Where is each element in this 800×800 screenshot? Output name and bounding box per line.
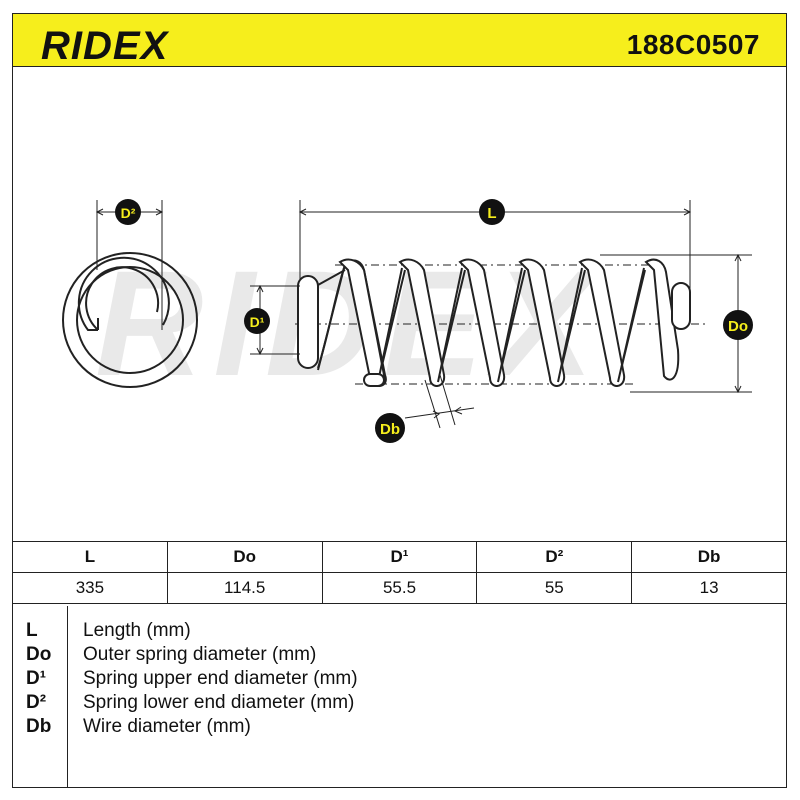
legend-item: Do Outer spring diameter (mm)	[26, 644, 726, 668]
spec-value-do: 114.5	[166, 572, 323, 604]
legend-desc: Wire diameter (mm)	[83, 716, 251, 737]
spec-value-row: 335 114.5 55.5 55 13	[12, 572, 787, 604]
label-db-text: Db	[380, 421, 400, 438]
spec-header-d1: D¹	[321, 541, 478, 573]
legend-key: D²	[26, 692, 47, 713]
db-dimension	[404, 374, 475, 429]
spec-value-db: 13	[631, 572, 787, 604]
label-l: L	[479, 199, 505, 225]
part-number: 188C0507	[626, 29, 760, 60]
spec-header-d2: D²	[476, 541, 633, 573]
legend-key: Db	[26, 716, 52, 737]
spec-header-row: L Do D¹ D² Db	[12, 541, 787, 573]
d2-dimension	[95, 200, 164, 330]
legend-item: Db Wire diameter (mm)	[26, 716, 726, 740]
legend-divider	[67, 606, 68, 788]
legend-desc: Outer spring diameter (mm)	[83, 644, 317, 665]
brand-logo: RIDEX	[41, 24, 169, 68]
label-d1-text: D¹	[250, 314, 265, 330]
legend-item: L Length (mm)	[26, 620, 726, 644]
spring-end-view	[62, 252, 198, 388]
legend-item: D² Spring lower end diameter (mm)	[26, 692, 726, 716]
header-bar: RIDEX 188C0507	[12, 13, 787, 67]
label-db: Db	[375, 413, 405, 443]
label-d1: D¹	[244, 308, 270, 334]
spring-side-view	[297, 258, 691, 387]
legend-desc: Length (mm)	[83, 620, 191, 641]
spec-header-l: L	[12, 541, 168, 573]
label-do: Do	[723, 310, 753, 340]
spec-value-d2: 55	[476, 572, 633, 604]
label-do-text: Do	[728, 318, 748, 335]
label-d2: D²	[115, 199, 141, 225]
drawing-frame	[12, 13, 787, 788]
label-d2-text: D²	[121, 205, 136, 221]
spec-value-d1: 55.5	[321, 572, 478, 604]
spec-header-db: Db	[631, 541, 787, 573]
legend-key: D¹	[26, 668, 47, 689]
spec-header-do: Do	[166, 541, 323, 573]
label-l-text: L	[487, 205, 496, 222]
legend-key: L	[26, 620, 38, 641]
legend-desc: Spring lower end diameter (mm)	[83, 692, 355, 713]
spec-table: L Do D¹ D² Db 335 114.5 55.5 55 13	[12, 541, 787, 604]
legend-desc: Spring upper end diameter (mm)	[83, 668, 358, 689]
legend-item: D¹ Spring upper end diameter (mm)	[26, 668, 726, 692]
spec-value-l: 335	[12, 572, 168, 604]
legend-key: Do	[26, 644, 52, 665]
